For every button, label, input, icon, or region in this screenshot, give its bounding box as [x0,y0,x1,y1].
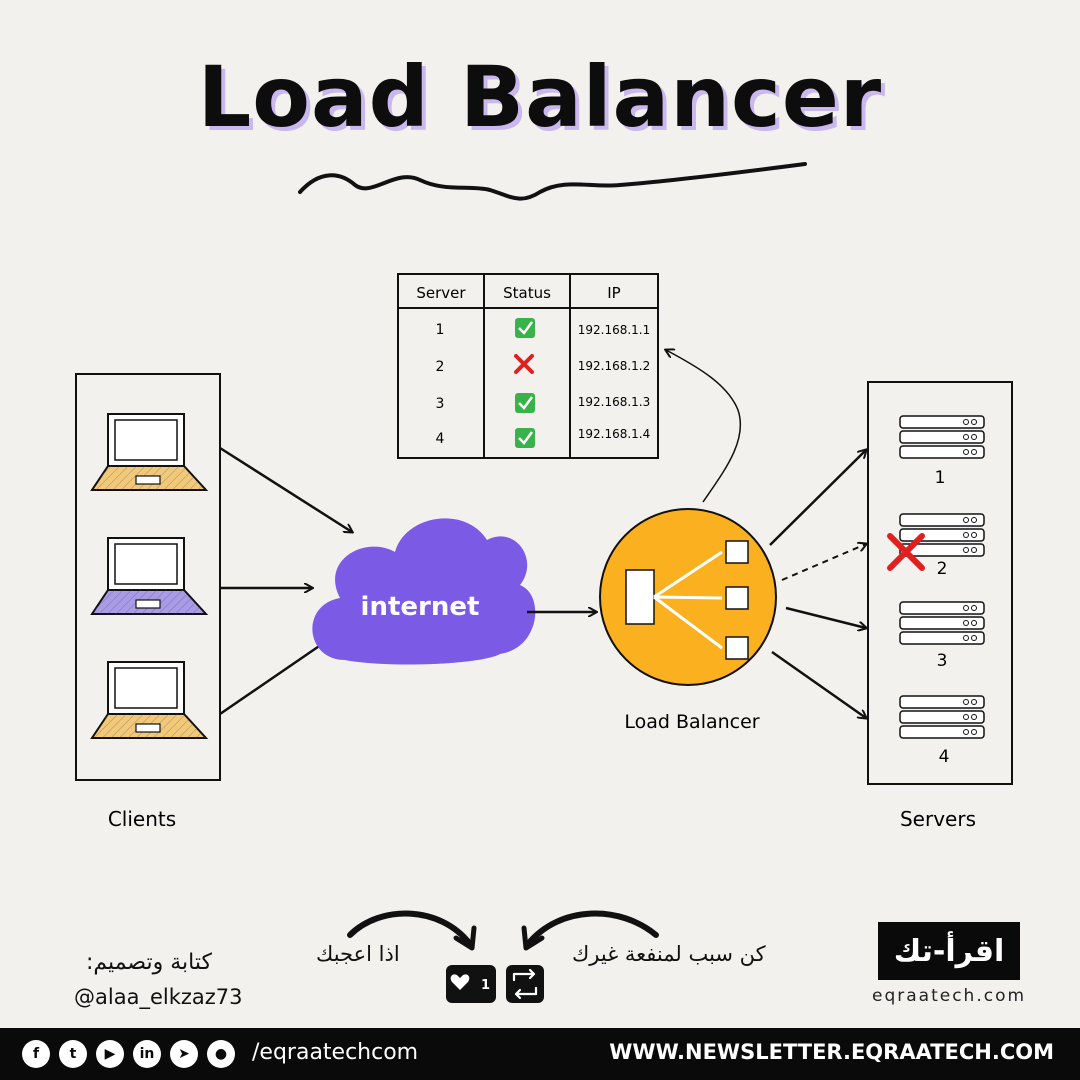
arrow [785,606,866,628]
table-row-ip: 192.168.1.3 [578,395,651,409]
table-row-ip: 192.168.1.1 [578,323,651,337]
cross-icon [514,354,534,374]
arrow [781,544,866,581]
server-number: 2 [937,559,948,579]
laptop-icon [90,661,209,739]
table-row-server: 3 [436,396,445,412]
like-icon[interactable]: 1 [446,965,496,1003]
server-number: 1 [935,468,946,488]
load-balancer-icon [599,508,777,686]
retweet-icon[interactable] [506,965,544,1003]
arrow [769,450,866,546]
server-rack-icon [899,415,985,459]
table-header-server: Server [416,284,466,302]
brand-logo: اقرأ-تك [878,922,1020,980]
facebook-icon[interactable]: f [22,1040,50,1068]
arrow [666,350,742,503]
credit-handle: @alaa_elkzaz73 [74,985,243,1009]
github-icon[interactable]: ● [207,1040,235,1068]
arrow [219,640,328,716]
server-rack-icon [899,695,985,739]
internet-label: internet [361,592,480,622]
twitter-icon[interactable]: t [59,1040,87,1068]
table-row-ip: 192.168.1.2 [578,359,651,373]
telegram-icon[interactable]: ➤ [170,1040,198,1068]
table-row-ip: 192.168.1.4 [578,427,651,441]
table-header-status: Status [503,284,551,302]
like-count: 1 [481,978,490,993]
table-row-server: 1 [436,322,445,338]
internet-cloud-icon [312,518,536,665]
curved-arrow [347,910,473,947]
credit-label: كتابة وتصميم: [86,950,212,975]
share-caption: كن سبب لمنفعة غيرك [572,942,766,966]
check-icon [515,428,535,448]
table-header-ip: IP [607,284,620,302]
server-number: 4 [939,747,950,767]
clients-label: Clients [108,807,176,831]
footer-handle[interactable]: /eqraatechcom [252,1040,419,1065]
like-caption: اذا اعجبك [316,942,400,966]
check-icon [515,393,535,413]
clients-frame [75,373,221,781]
youtube-icon[interactable]: ▶ [96,1040,124,1068]
curved-arrow [525,910,659,947]
server-number: 3 [937,651,948,671]
check-icon [515,318,535,338]
laptop-icon [90,413,209,491]
servers-label: Servers [900,807,976,831]
footer-website-link[interactable]: WWW.NEWSLETTER.EQRAATECH.COM [609,1040,1054,1064]
table-row-server: 4 [436,431,445,447]
laptop-icon [90,537,209,615]
linkedin-icon[interactable]: in [133,1040,161,1068]
page-title: Load Balancer [197,48,883,146]
table-row-server: 2 [436,359,445,375]
cross-icon [887,533,925,571]
brand-site: eqraatech.com [872,986,1027,1006]
status-table: Server Status IP 1 2 3 4 192.168.1.1 192… [397,273,659,459]
arrow [219,446,352,532]
load-balancer-label: Load Balancer [624,711,759,733]
arrow [771,650,866,718]
server-rack-icon [899,513,985,557]
servers-frame [867,381,1013,785]
title-underline [298,162,807,201]
server-rack-icon [899,601,985,645]
